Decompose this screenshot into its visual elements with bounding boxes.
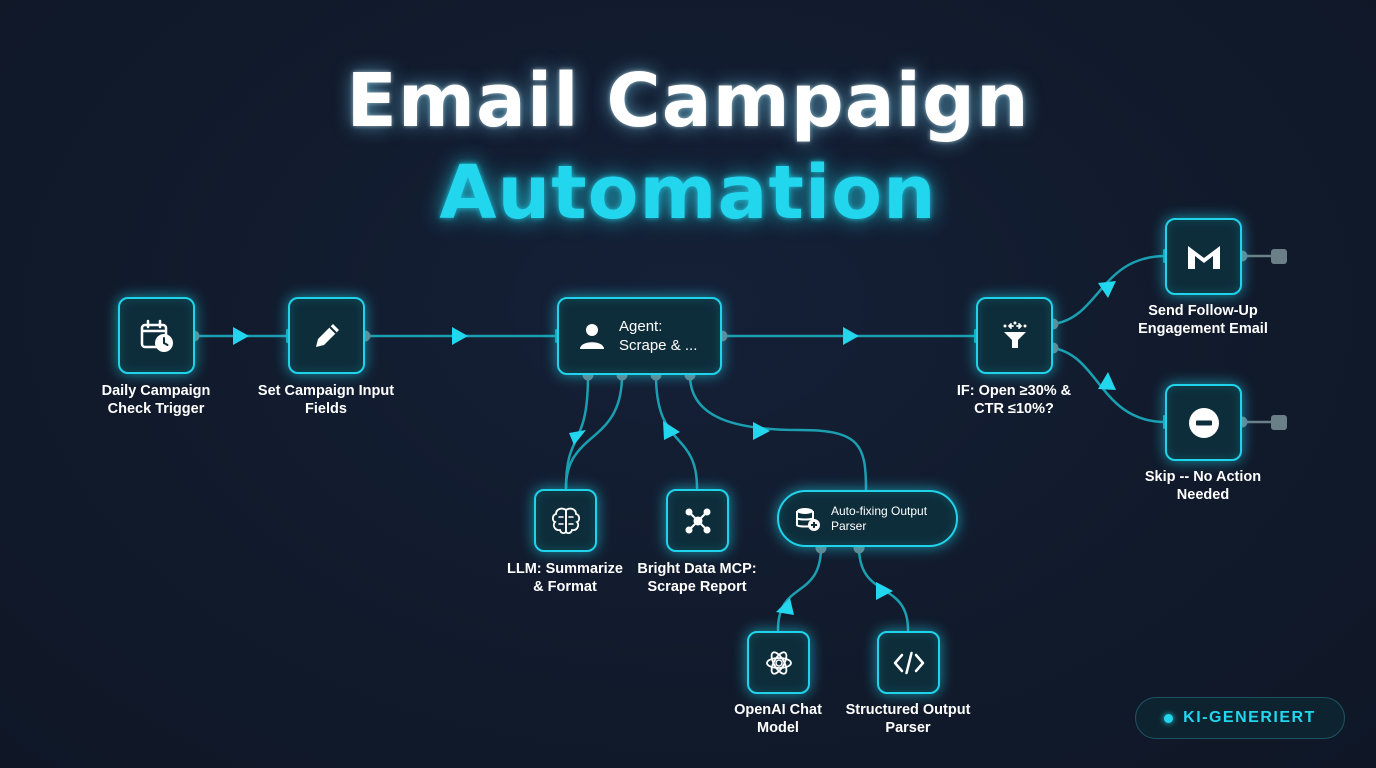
- llm-node[interactable]: [534, 489, 597, 552]
- llm-label: LLM: Summarize & Format: [506, 561, 623, 595]
- set-fields-node[interactable]: [288, 297, 365, 374]
- split-arrows-icon: [998, 320, 1032, 352]
- bright-data-node[interactable]: [666, 489, 729, 552]
- agent-text: Agent: Scrape & ...: [619, 318, 698, 354]
- openai-logo-icon: [763, 647, 795, 679]
- arrowhead: [663, 421, 680, 440]
- arrowhead: [843, 327, 859, 345]
- trigger-label: Daily Campaign Check Trigger: [101, 383, 211, 417]
- user-icon: [579, 322, 605, 350]
- arrowhead: [753, 422, 770, 440]
- openai-label: OpenAI Chat Model: [734, 702, 822, 736]
- bright-data-label: Bright Data MCP: Scrape Report: [637, 561, 757, 595]
- arrowhead: [233, 327, 249, 345]
- page-subtitle: Automation: [439, 150, 937, 236]
- arrowhead: [776, 598, 794, 615]
- agent-node[interactable]: Agent: Scrape & ...: [557, 297, 722, 375]
- edge-parser-to-openai: [776, 545, 823, 632]
- auto-parser-node[interactable]: Auto-fixing Output Parser: [777, 490, 958, 547]
- arrowhead: [1098, 281, 1116, 298]
- arrowhead: [452, 327, 468, 345]
- arrowhead: [569, 430, 586, 445]
- set-fields-label: Set Campaign Input Fields: [257, 383, 395, 417]
- database-plus-icon: [795, 506, 821, 532]
- output-terminal: [1271, 415, 1287, 430]
- trigger-node[interactable]: [118, 297, 195, 374]
- edge-agent-to-llm-2: [564, 373, 624, 490]
- arrowhead: [1098, 372, 1116, 390]
- ai-generated-badge: KI-GENERIERT: [1135, 697, 1345, 739]
- code-icon: [892, 651, 926, 675]
- structured-parser-label: Structured Output Parser: [845, 702, 971, 736]
- status-dot: [1164, 713, 1174, 723]
- skip-label: Skip -- No Action Needed: [1144, 469, 1262, 503]
- if-label: IF: Open ≥30% & CTR ≤10%?: [956, 383, 1072, 417]
- edge-agent-to-parser: [688, 373, 868, 492]
- openai-node[interactable]: [747, 631, 810, 694]
- arrowhead: [876, 582, 893, 600]
- minus-circle-icon: [1188, 407, 1220, 439]
- pencil-icon: [310, 319, 344, 353]
- brain-icon: [550, 506, 582, 536]
- calendar-clock-icon: [139, 318, 175, 354]
- gmail-icon: [1186, 243, 1222, 271]
- if-node[interactable]: [976, 297, 1053, 374]
- send-email-label: Send Follow-Up Engagement Email: [1138, 303, 1268, 337]
- network-hub-icon: [683, 506, 713, 536]
- structured-parser-node[interactable]: [877, 631, 940, 694]
- send-email-node[interactable]: [1165, 218, 1242, 295]
- edge-agent-to-bright: [654, 373, 699, 490]
- output-terminal: [1271, 249, 1287, 264]
- auto-parser-text: Auto-fixing Output Parser: [831, 503, 928, 533]
- skip-node[interactable]: [1165, 384, 1242, 461]
- badge-text: KI-GENERIERT: [1183, 709, 1316, 726]
- page-title: Email Campaign: [346, 58, 1030, 144]
